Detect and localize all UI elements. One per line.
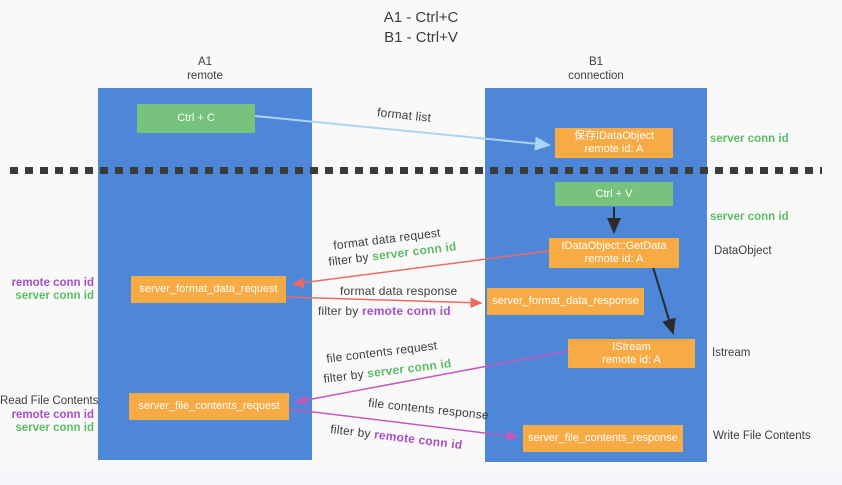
node-istream: IStream remote id: A [568,339,695,368]
label-remote-conn-id-format: remote conn id [11,277,94,289]
node-getdata-line2: remote id: A [584,253,644,265]
filter-remote-conn-id-1: remote conn id [362,304,451,318]
filter-by-text-2: filter by [318,304,363,318]
node-ctrl-v: Ctrl + V [555,182,673,206]
node-ctrl-c: Ctrl + C [137,104,255,133]
label-istream: Istream [712,347,751,359]
node-save-idataobject: 保存IDataObject remote id: A [555,128,673,158]
flow-label-format-list: format list [376,105,432,125]
filter-by-text-3: filter by [322,366,369,386]
label-server-conn-id-file: server conn id [15,421,94,434]
node-idataobject-getdata: IDataObject::GetData remote id: A [549,238,679,268]
node-format-request-label: server_format_data_request [139,283,278,295]
node-istream-line1: IStream [612,340,651,353]
title-line-2: B1 - Ctrl+V [384,29,458,46]
column-b1-subtitle: connection [568,70,624,82]
node-save-idataobject-line1: 保存IDataObject [573,130,655,142]
label-read-file-contents: Read File Contents [0,395,99,407]
flow-label-filter-remote-2: filter by remote conn id [330,422,464,452]
node-ctrl-c-label: Ctrl + C [177,112,215,124]
filter-remote-conn-id-2: remote conn id [373,427,464,453]
label-server-conn-id-mid: server conn id [710,211,789,223]
column-b1-name: B1 [588,56,604,68]
node-istream-line2: remote id: A [602,353,661,366]
column-a1-subtitle: remote [187,70,223,82]
node-file-request-label: server_file_contents_request [138,400,280,412]
label-write-file-contents: Write File Contents [713,430,811,442]
node-server-file-contents-request: server_file_contents_request [129,393,289,420]
node-format-response-label: server_format_data_response [492,295,639,307]
column-header-b1: B1 connection [485,55,707,83]
label-server-conn-id-format: server conn id [15,289,94,302]
node-getdata-line1: IDataObject::GetData [561,240,667,252]
flow-label-file-contents-response: file contents response [367,395,490,423]
node-save-idataobject-line2: remote id: A [584,143,644,155]
node-server-format-data-response: server_format_data_response [487,288,644,315]
column-header-a1: A1 remote [98,55,312,83]
filter-by-text-4: filter by [329,421,376,442]
flow-label-filter-remote-1: filter by remote conn id [318,304,451,318]
node-ctrl-v-label: Ctrl + V [595,187,633,200]
flow-label-format-data-response: format data response [340,284,458,298]
label-remote-conn-id-file: remote conn id [11,409,94,421]
dotted-divider [10,167,822,174]
title-line-1: A1 - Ctrl+C [383,9,459,26]
node-server-format-data-request: server_format_data_request [131,276,286,303]
column-a1-name: A1 [197,56,213,68]
label-server-conn-id-top: server conn id [710,133,789,145]
filter-server-conn-id-2: server conn id [366,356,453,381]
left-labels-format: remote conn id server conn id [0,277,94,302]
node-server-file-contents-response: server_file_contents_response [523,425,683,452]
node-file-response-label: server_file_contents_response [528,432,678,444]
diagram-title: A1 - Ctrl+C B1 - Ctrl+V [0,8,842,48]
left-labels-file: Read File Contents remote conn id server… [0,394,99,434]
label-dataobject: DataObject [714,245,772,257]
